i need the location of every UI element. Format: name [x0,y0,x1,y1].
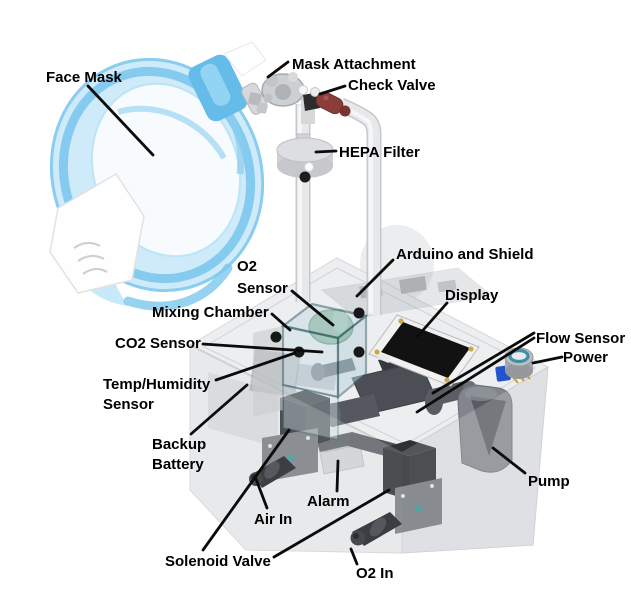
leader-mixing-chamber [270,312,292,332]
label-display: Display [445,287,499,304]
leader-mask-attachment [266,60,290,79]
hepa-filter-render [276,133,334,183]
label-hepa-filter: HEPA Filter [339,144,420,161]
o2-in-nozzle [350,512,402,546]
label-mixing-chamber: Mixing Chamber [152,304,269,321]
face-mask-render [49,41,268,311]
label-o2-in: O2 In [356,565,394,582]
snorkel-top-piece [223,41,267,77]
leader-o2-sensor [290,289,335,327]
leader-co2-sensor [201,342,324,354]
nose-piece [49,172,145,294]
pump-body [457,384,513,473]
leader-pump [491,446,527,475]
solenoid-valve-right [383,440,442,534]
label-arduino: Arduino and Shield [396,246,534,263]
label-alarm: Alarm [307,493,350,510]
label-backup-battery-1: Backup [152,436,206,453]
label-o2-sensor-2: Sensor [237,280,288,297]
label-solenoid-valve: Solenoid Valve [165,553,271,570]
power-button [495,347,534,384]
labels: Face Mask Mask Attachment Check Valve HE… [46,56,625,582]
leader-flow-sensor-2 [415,336,536,414]
leader-hepa-filter [314,149,338,154]
label-air-in: Air In [254,511,292,528]
leader-check-valve [318,84,347,96]
leader-backup-battery [189,383,249,436]
label-temp-humidity-2: Sensor [103,396,154,413]
label-temp-humidity-1: Temp/Humidity [103,376,211,393]
label-face-mask: Face Mask [46,69,123,86]
display-screen [368,314,480,387]
enclosure-sheen [190,345,548,553]
leader-power [531,355,564,365]
leader-flow-sensor-1 [431,331,536,395]
label-power: Power [563,349,608,366]
leader-temp-humidity [214,351,297,382]
mask-attachment-render [248,72,320,124]
label-flow-sensor: Flow Sensor [536,330,625,347]
label-co2-sensor: CO2 Sensor [115,335,201,352]
snorkel-mount [188,54,248,122]
label-mask-attachment: Mask Attachment [292,56,416,73]
leader-display [415,301,449,339]
label-check-valve: Check Valve [348,77,436,94]
label-o2-sensor-1: O2 [237,258,257,275]
label-backup-battery-2: Battery [152,456,204,473]
leader-lines [86,60,564,566]
leader-arduino [355,258,395,298]
mixing-chamber-render [253,302,369,441]
label-pump: Pump [528,473,570,490]
leader-face-mask [86,84,155,157]
leader-o2-in [349,547,359,566]
leader-alarm [335,459,340,493]
check-valve-render [310,87,351,117]
leader-solenoid-1 [201,428,291,552]
leader-solenoid-2 [272,488,391,559]
leader-air-in [254,477,269,510]
